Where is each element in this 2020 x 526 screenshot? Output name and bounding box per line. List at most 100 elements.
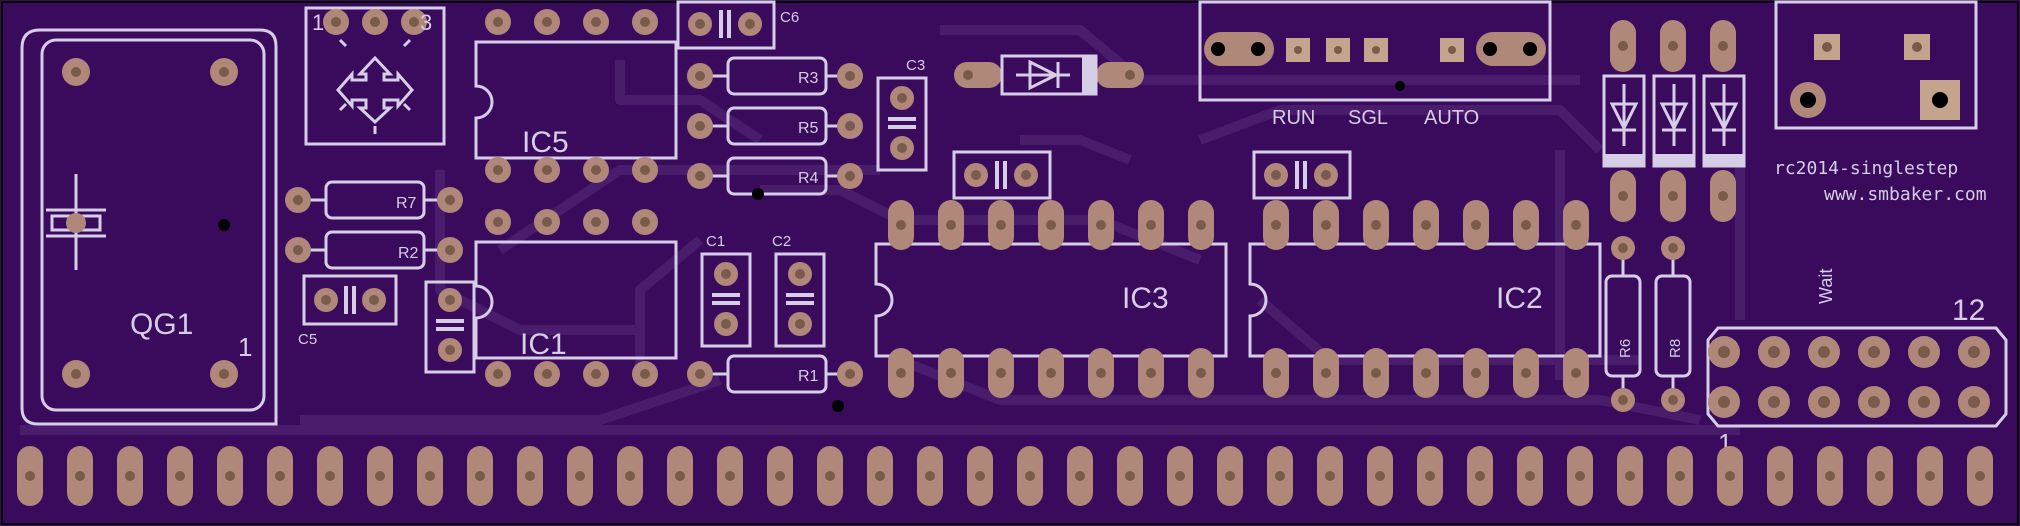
edge-connector-hole [575, 471, 585, 481]
header-pin12-label: 12 [1952, 294, 1985, 327]
r5-label: R5 [798, 120, 819, 137]
wait-header: Wait 12 1 [1706, 269, 2008, 458]
edge-connector-hole [25, 471, 35, 481]
ic3-chip: IC3 [874, 200, 1228, 398]
diode-array [1602, 20, 1746, 222]
r6-label: R6 [1617, 339, 1634, 358]
capacitor-c5: C5 [298, 274, 398, 348]
trimmer-potentiometer: 1 3 [304, 6, 446, 146]
edge-connector-hole [175, 471, 185, 481]
mode-switch: RUN SGL AUTO [1198, 0, 1552, 129]
edge-connector-hole [1625, 471, 1635, 481]
ic5-label: IC5 [522, 126, 569, 159]
ic1-chip: IC1 [474, 209, 678, 387]
edge-connector-hole [1875, 471, 1885, 481]
capacitor-ic2-decoupling [1252, 150, 1352, 200]
ic5-chip: IC5 [474, 9, 678, 183]
edge-connector-hole [125, 471, 135, 481]
edge-connector-hole [1325, 471, 1335, 481]
edge-connector-hole [1975, 471, 1985, 481]
resistor-r3: R3 [687, 56, 863, 96]
edge-connector-hole [1925, 471, 1935, 481]
qg1-pin1-label: 1 [238, 332, 252, 362]
edge-connector-hole [1275, 471, 1285, 481]
qg1-oscillator: QG1 1 [20, 28, 278, 426]
capacitor-c3: C3 [876, 57, 928, 172]
board-url: www.smbaker.com [1824, 184, 1987, 205]
edge-connector-hole [75, 471, 85, 481]
pot-pin3-label: 3 [420, 10, 432, 35]
r7-label: R7 [396, 195, 417, 212]
edge-connector-hole [225, 471, 235, 481]
edge-connector-hole [1375, 471, 1385, 481]
resistor-r2: R2 [285, 230, 463, 270]
r2-label: R2 [398, 245, 419, 262]
r4-label: R4 [798, 170, 819, 187]
edge-connector-hole [1175, 471, 1185, 481]
edge-connector-hole [925, 471, 935, 481]
edge-connector-hole [1125, 471, 1135, 481]
c6-label: C6 [780, 9, 799, 26]
diode-horizontal [954, 54, 1144, 96]
switch-run-label: RUN [1272, 107, 1315, 129]
switch-sgl-label: SGL [1348, 107, 1388, 129]
edge-connector-hole [1425, 471, 1435, 481]
resistor-r5: R5 [687, 106, 863, 146]
ic3-label: IC3 [1122, 282, 1169, 315]
edge-connector-hole [325, 471, 335, 481]
qg1-label: QG1 [130, 308, 193, 341]
edge-connector-hole [475, 471, 485, 481]
c3-label: C3 [906, 57, 925, 74]
ic1-label: IC1 [520, 328, 567, 361]
edge-connector-hole [725, 471, 735, 481]
edge-connector-hole [1825, 471, 1835, 481]
header-wait-label: Wait [1816, 269, 1836, 304]
edge-connector-hole [275, 471, 285, 481]
edge-connector-hole [625, 471, 635, 481]
edge-connector-hole [1475, 471, 1485, 481]
via [752, 188, 764, 200]
resistor-r4: R4 [687, 156, 863, 196]
edge-connector-hole [1525, 471, 1535, 481]
capacitor-ic3-decoupling [952, 150, 1052, 200]
resistor-r7: R7 [285, 180, 463, 220]
r1-label: R1 [798, 368, 819, 385]
c2-label: C2 [772, 233, 791, 250]
edge-connector-hole [1225, 471, 1235, 481]
edge-connector-hole [825, 471, 835, 481]
edge-connector-hole [875, 471, 885, 481]
edge-connector [17, 446, 1993, 506]
capacitor-c6: C6 [676, 0, 799, 50]
via [218, 219, 230, 231]
edge-connector-hole [1775, 471, 1785, 481]
edge-connector-hole [1725, 471, 1735, 481]
edge-connector-hole [1675, 471, 1685, 481]
via [832, 400, 844, 412]
edge-connector-hole [425, 471, 435, 481]
r3-label: R3 [798, 70, 819, 87]
resistor-r6: R6 [1604, 236, 1642, 412]
pot-pin1-label: 1 [312, 10, 324, 35]
edge-connector-hole [1575, 471, 1585, 481]
edge-connector-hole [375, 471, 385, 481]
resistor-r8: R8 [1654, 236, 1692, 412]
capacitor-c2: C2 [772, 233, 826, 348]
corner-connector [1774, 0, 1978, 130]
edge-connector-hole [1025, 471, 1035, 481]
ic2-chip: IC2 [1248, 200, 1602, 398]
c1-label: C1 [706, 233, 725, 250]
via [1395, 81, 1405, 91]
edge-connector-hole [775, 471, 785, 481]
capacitor-c1: C1 [700, 233, 752, 348]
edge-connector-hole [975, 471, 985, 481]
r8-label: R8 [1667, 339, 1684, 358]
ic2-label: IC2 [1496, 282, 1543, 315]
edge-connector-hole [1075, 471, 1085, 481]
switch-auto-label: AUTO [1424, 107, 1479, 129]
board-title: rc2014-singlestep [1774, 158, 1958, 179]
capacitor-vertical [424, 280, 476, 374]
resistor-r1: R1 [687, 354, 863, 394]
